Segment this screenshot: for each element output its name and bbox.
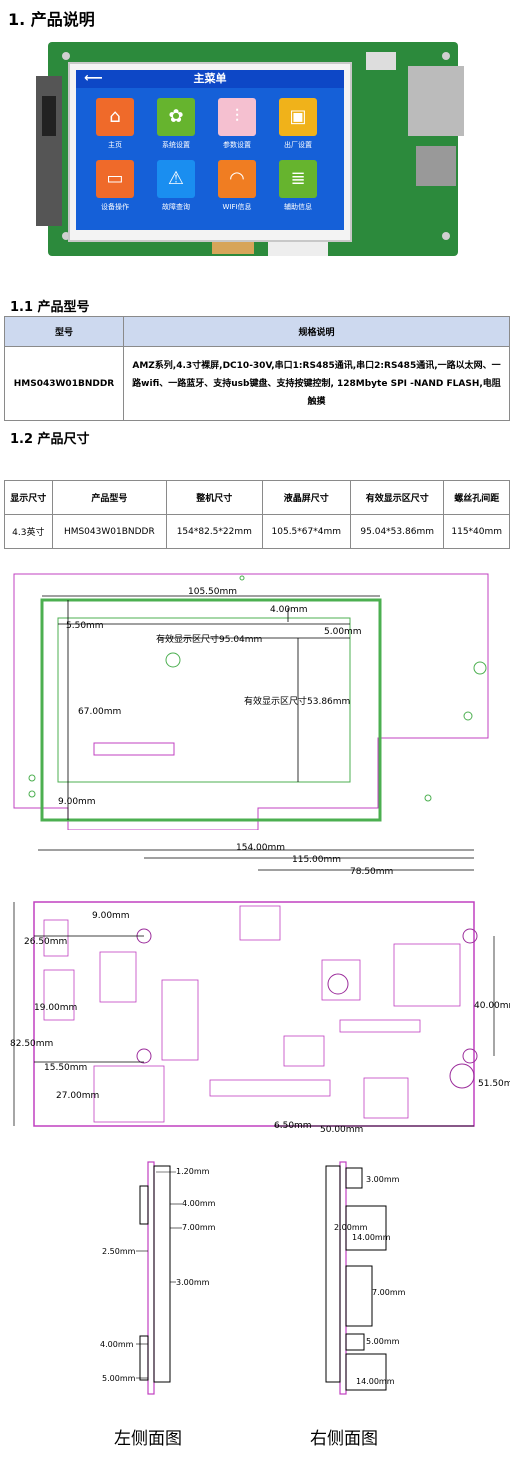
gear-icon: ✿	[168, 106, 184, 127]
dim-95-04: 有效显示区尺寸95.04mm	[156, 633, 262, 645]
cell-overall-size: 154*82.5*22mm	[166, 514, 263, 549]
dim-51-50: 51.50mm	[478, 1079, 510, 1089]
dim-5-50: 5.50mm	[66, 621, 104, 631]
dim-9-00: 9.00mm	[58, 797, 96, 807]
dim-105-50: 105.50mm	[188, 587, 237, 597]
menu-tile[interactable]: ▭	[96, 160, 134, 198]
menu-tile[interactable]: ⫶	[218, 98, 256, 136]
dim-154-00: 154.00mm	[236, 843, 285, 853]
screen-ui: ⟵ 主菜单 ⌂ 主页 ✿ 系统设置 ⫶ 参数设置 ▣ 出厂设置 ▭ 设备操作 ⚠ 故障查询 ◠ WIFI信…	[76, 70, 344, 230]
dim-1-20: 1.20mm	[176, 1167, 210, 1176]
menu-tile-label: 系统设置	[162, 141, 190, 149]
menu-tile[interactable]: ◠	[218, 160, 256, 198]
dim-115-00: 115.00mm	[292, 855, 341, 865]
dim-14-00-right-b: 14.00mm	[356, 1377, 395, 1386]
dim-40-00: 40.00mm	[474, 1001, 510, 1011]
spec-cell: AMZ系列,4.3寸裸屏,DC10-30V,串口1:RS485通讯,串口2:RS…	[123, 346, 510, 421]
dim-7-00-left: 7.00mm	[182, 1223, 216, 1232]
menu-tile-label: 设备操作	[101, 203, 129, 211]
dim-27-00: 27.00mm	[56, 1091, 99, 1101]
menu-tile-label: 主页	[108, 141, 122, 149]
menu-tile-label: 故障查询	[162, 203, 190, 211]
wifi-icon: ◠	[229, 168, 245, 189]
menu-tile[interactable]: ⌂	[96, 98, 134, 136]
header-lcd-size: 液晶屏尺寸	[261, 480, 351, 515]
dim-19-00: 19.00mm	[34, 1003, 77, 1013]
dim-4-00-left: 4.00mm	[182, 1199, 216, 1208]
cell-product-model: HMS043W01BNDDR	[51, 514, 168, 549]
size-section-title: 1.2 产品尺寸	[10, 432, 90, 447]
front-dimension-drawing: 105.50mm 4.00mm 5.50mm 有效显示区尺寸95.04mm 5.…	[13, 573, 489, 830]
dim-82-50: 82.50mm	[10, 1039, 53, 1049]
warning-icon: ⚠	[167, 168, 185, 189]
model-table: 型号 规格说明 HMS043W01BNDDR AMZ系列,4.3寸裸屏,DC10…	[4, 316, 510, 421]
left-side-view: 1.20mm 4.00mm 7.00mm 2.50mm 3.00mm 4.00m…	[100, 1161, 216, 1395]
dim-26-50: 26.50mm	[24, 937, 67, 947]
header-product-model: 产品型号	[51, 480, 168, 515]
dim-14-00-right: 14.00mm	[352, 1233, 391, 1242]
size-table: 显示尺寸 产品型号 整机尺寸 液晶屏尺寸 有效显示区尺寸 螺丝孔间距 4.3英寸…	[4, 480, 510, 549]
dim-67-00: 67.00mm	[78, 707, 121, 717]
menu-tile-label: 辅助信息	[284, 203, 312, 211]
menu-tile-label: 出厂设置	[284, 141, 312, 149]
monitor-icon: ▭	[106, 168, 124, 189]
model-cell: HMS043W01BNDDR	[4, 346, 124, 421]
menu-tile[interactable]: ▣	[279, 98, 317, 136]
dim-3-00-left: 3.00mm	[176, 1278, 210, 1287]
header-model: 型号	[4, 316, 124, 347]
lcd-screen: ⟵ 主菜单 ⌂ 主页 ✿ 系统设置 ⫶ 参数设置 ▣ 出厂设置 ▭ 设备操作 ⚠ 故障查询 ◠ WIFI信…	[68, 62, 352, 242]
dim-2-50: 2.50mm	[102, 1247, 136, 1256]
dim-4-00-left-b: 4.00mm	[100, 1340, 134, 1349]
cell-screw-spacing: 115*40mm	[443, 514, 510, 549]
screen-title: 主菜单	[193, 72, 227, 85]
factory-doc-icon: ▣	[289, 106, 307, 127]
menu-tile[interactable]: ≣	[279, 160, 317, 198]
dim-2-00: 2.00mm	[334, 1223, 368, 1232]
dim-4-00: 4.00mm	[270, 605, 308, 615]
sliders-icon: ⫶	[234, 106, 240, 127]
header-overall-size: 整机尺寸	[166, 480, 263, 515]
header-display-size: 显示尺寸	[4, 480, 53, 515]
right-side-view: 3.00mm 2.00mm 14.00mm 7.00mm 5.00mm 14.0…	[325, 1161, 406, 1395]
menu-tile[interactable]: ✿	[157, 98, 195, 136]
menu-tile-label: WIFI信息	[222, 203, 252, 211]
note-icon: ≣	[290, 168, 306, 189]
menu-tile[interactable]: ⚠	[157, 160, 195, 198]
cell-active-area: 95.04*53.86mm	[349, 514, 445, 549]
cell-display-size: 4.3英寸	[4, 514, 53, 549]
dim-7-00-right: 7.00mm	[372, 1288, 406, 1297]
header-spec: 规格说明	[123, 316, 510, 347]
screen-title-bar: ⟵ 主菜单	[76, 70, 344, 88]
dim-5-00-left: 5.00mm	[102, 1374, 136, 1383]
dim-9-00-pcb: 9.00mm	[92, 911, 130, 921]
home-icon: ⌂	[109, 106, 121, 127]
menu-tile-label: 参数设置	[223, 141, 251, 149]
dim-6-50: 6.50mm	[274, 1121, 312, 1131]
model-section-title: 1.1 产品型号	[10, 300, 90, 315]
dim-78-50: 78.50mm	[350, 867, 393, 877]
left-view-caption: 左侧面图	[114, 1429, 182, 1449]
back-arrow-icon: ⟵	[84, 71, 103, 86]
header-screw-spacing: 螺丝孔间距	[443, 480, 510, 515]
dim-5-00: 5.00mm	[324, 627, 362, 637]
pcb-dimension-drawing: 154.00mm 115.00mm 78.50mm 9.00mm 26.50mm…	[10, 843, 510, 1135]
header-active-area: 有效显示区尺寸	[349, 480, 445, 515]
dim-50-00: 50.00mm	[320, 1125, 363, 1135]
dim-3-00-right: 3.00mm	[366, 1175, 400, 1184]
cell-lcd-size: 105.5*67*4mm	[261, 514, 351, 549]
section-title: 1. 产品说明	[8, 10, 95, 29]
right-view-caption: 右侧面图	[310, 1429, 378, 1449]
dim-15-50: 15.50mm	[44, 1063, 87, 1073]
dim-5-00-right: 5.00mm	[366, 1337, 400, 1346]
dim-53-86: 有效显示区尺寸53.86mm	[244, 695, 350, 707]
